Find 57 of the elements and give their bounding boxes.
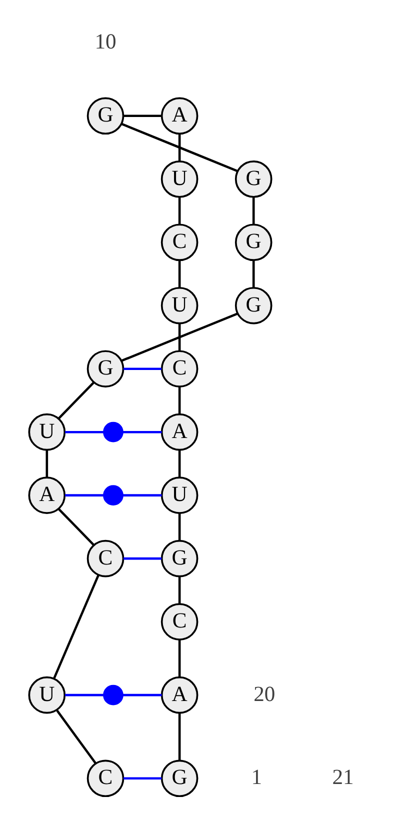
connector bbox=[65, 430, 104, 434]
connector bbox=[58, 508, 94, 546]
node-circle: G bbox=[234, 224, 272, 262]
connector bbox=[123, 777, 162, 780]
label: 21 bbox=[332, 765, 354, 790]
node-circle: C bbox=[160, 603, 198, 640]
node-circle: C bbox=[86, 540, 124, 578]
connector bbox=[122, 430, 162, 434]
connector bbox=[123, 114, 162, 118]
connector bbox=[46, 450, 48, 478]
node-circle bbox=[103, 422, 124, 442]
node-circle: G bbox=[160, 760, 198, 798]
node-circle: C bbox=[86, 760, 124, 798]
connector bbox=[52, 574, 100, 680]
node-circle: C bbox=[160, 224, 198, 262]
connector bbox=[65, 494, 104, 496]
connector bbox=[65, 694, 104, 696]
connector bbox=[178, 513, 181, 541]
node-circle: U bbox=[160, 286, 198, 324]
node-circle: G bbox=[86, 350, 124, 388]
connector bbox=[178, 260, 181, 288]
connector bbox=[178, 386, 181, 414]
connector bbox=[121, 312, 238, 362]
node-circle: U bbox=[160, 476, 198, 514]
connector bbox=[252, 197, 255, 224]
node-circle: G bbox=[234, 160, 272, 198]
label: 20 bbox=[254, 682, 276, 706]
connector bbox=[178, 576, 181, 604]
node-circle: A bbox=[28, 476, 66, 514]
node-circle bbox=[103, 485, 124, 506]
label: 10 bbox=[94, 29, 116, 54]
node-circle: C bbox=[160, 350, 198, 388]
connector bbox=[178, 450, 181, 478]
connector bbox=[58, 382, 94, 420]
label: 1 bbox=[251, 765, 262, 790]
node-circle: U bbox=[160, 160, 198, 198]
connector bbox=[123, 368, 162, 370]
node-circle: A bbox=[160, 413, 198, 451]
connector bbox=[122, 694, 162, 696]
node-circle bbox=[103, 684, 124, 706]
connector bbox=[120, 122, 238, 172]
connector bbox=[178, 134, 181, 162]
node-circle: G bbox=[86, 97, 124, 135]
connector bbox=[178, 197, 181, 224]
connector bbox=[123, 557, 162, 560]
connector bbox=[122, 494, 162, 496]
connector bbox=[178, 712, 181, 761]
connector bbox=[178, 324, 181, 351]
node-circle: A bbox=[160, 97, 198, 135]
node-circle: U bbox=[28, 413, 66, 451]
node-circle: G bbox=[160, 540, 198, 578]
node-circle: U bbox=[28, 676, 66, 714]
connector bbox=[178, 640, 181, 677]
connector bbox=[56, 710, 96, 764]
connector bbox=[252, 260, 255, 288]
node-circle: G bbox=[234, 286, 272, 324]
node-circle: A bbox=[160, 676, 198, 714]
